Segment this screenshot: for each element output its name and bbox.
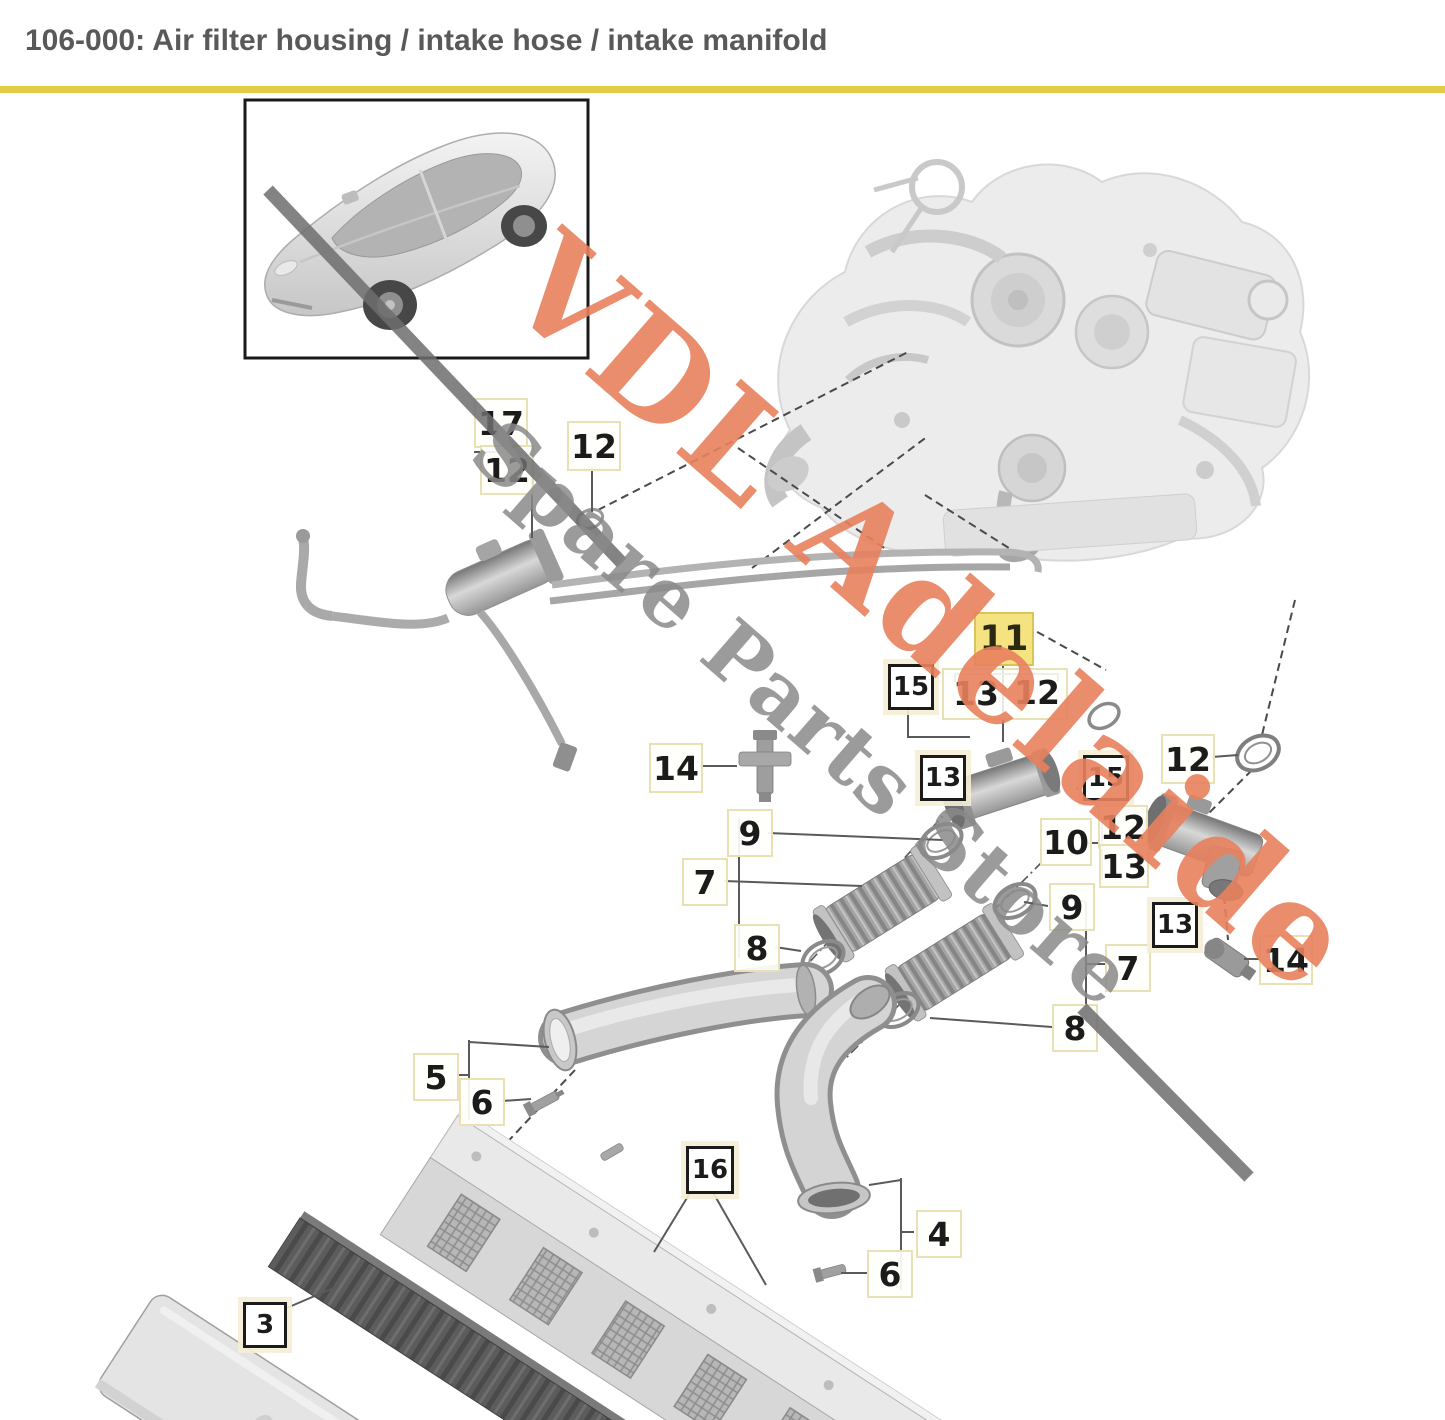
callout-7-b[interactable]: 7 xyxy=(1105,944,1151,992)
breather-pipe-assembly xyxy=(295,528,1042,772)
callout-6-b[interactable]: 6 xyxy=(867,1250,913,1298)
header-divider xyxy=(0,86,1445,93)
callout-6-a[interactable]: 6 xyxy=(459,1078,505,1126)
callout-4[interactable]: 4 xyxy=(916,1210,962,1258)
callout-15-a[interactable]: 15 xyxy=(888,664,934,710)
air-filter-element xyxy=(267,1211,1009,1420)
throttle-body-right xyxy=(1141,793,1264,901)
callout-16[interactable]: 16 xyxy=(686,1146,734,1194)
callout-8-a[interactable]: 8 xyxy=(734,924,780,972)
callout-17[interactable]: 17 xyxy=(474,398,528,448)
callout-14-a[interactable]: 14 xyxy=(649,743,703,793)
callout-13-c[interactable]: 13 xyxy=(1099,844,1149,888)
sensor-part xyxy=(1204,937,1257,981)
callout-13-d[interactable]: 13 xyxy=(1152,902,1198,948)
dashed-leader-lines xyxy=(497,351,1296,1153)
callout-8-b[interactable]: 8 xyxy=(1052,1004,1098,1052)
callout-3[interactable]: 3 xyxy=(243,1302,287,1348)
air-duct-left xyxy=(538,962,834,1072)
callout-12-b[interactable]: 12 xyxy=(567,421,621,471)
engine-reference-image xyxy=(764,159,1311,563)
callout-12-c[interactable]: 12 xyxy=(1014,672,1060,712)
vehicle-thumbnail xyxy=(243,98,590,360)
t-fitting-part xyxy=(738,730,792,802)
air-filter-lower-housing xyxy=(94,1294,825,1420)
air-filter-cover xyxy=(379,1108,1176,1420)
callout-14-b[interactable]: 14 xyxy=(1259,935,1313,985)
callout-9-a[interactable]: 9 xyxy=(727,809,773,857)
callout-7-a[interactable]: 7 xyxy=(682,858,728,906)
callout-10[interactable]: 10 xyxy=(1040,818,1092,866)
page-title: 106-000: Air filter housing / intake hos… xyxy=(25,24,828,57)
callout-pair-box xyxy=(942,668,1068,720)
callout-15-b[interactable]: 15 xyxy=(1083,755,1129,801)
screw-parts xyxy=(522,1089,847,1283)
callout-9-b[interactable]: 9 xyxy=(1049,883,1095,931)
callout-12-a[interactable]: 12 xyxy=(480,445,534,495)
callout-5[interactable]: 5 xyxy=(413,1053,459,1101)
callout-12-d[interactable]: 12 xyxy=(1161,734,1215,784)
callout-11-highlighted[interactable]: 11 xyxy=(974,612,1034,666)
callout-13-a[interactable]: 13 xyxy=(953,673,999,713)
callout-12-e[interactable]: 12 xyxy=(1098,805,1148,849)
callout-13-b[interactable]: 13 xyxy=(920,755,966,801)
air-duct-right xyxy=(774,975,897,1219)
o-ring-12 xyxy=(1235,733,1281,773)
